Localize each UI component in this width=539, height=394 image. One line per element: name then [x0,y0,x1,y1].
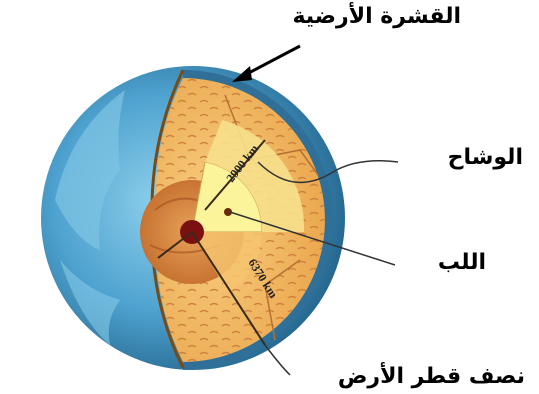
crust-label: القشرة الأرضية [292,4,461,29]
crust-pointer-line [243,46,300,76]
radius-leader-line [265,345,290,375]
core-label: اللب [438,250,486,275]
mantle-label: الوشاح [448,145,523,170]
earth-radius-title: نصف قطر الأرض [338,364,525,389]
